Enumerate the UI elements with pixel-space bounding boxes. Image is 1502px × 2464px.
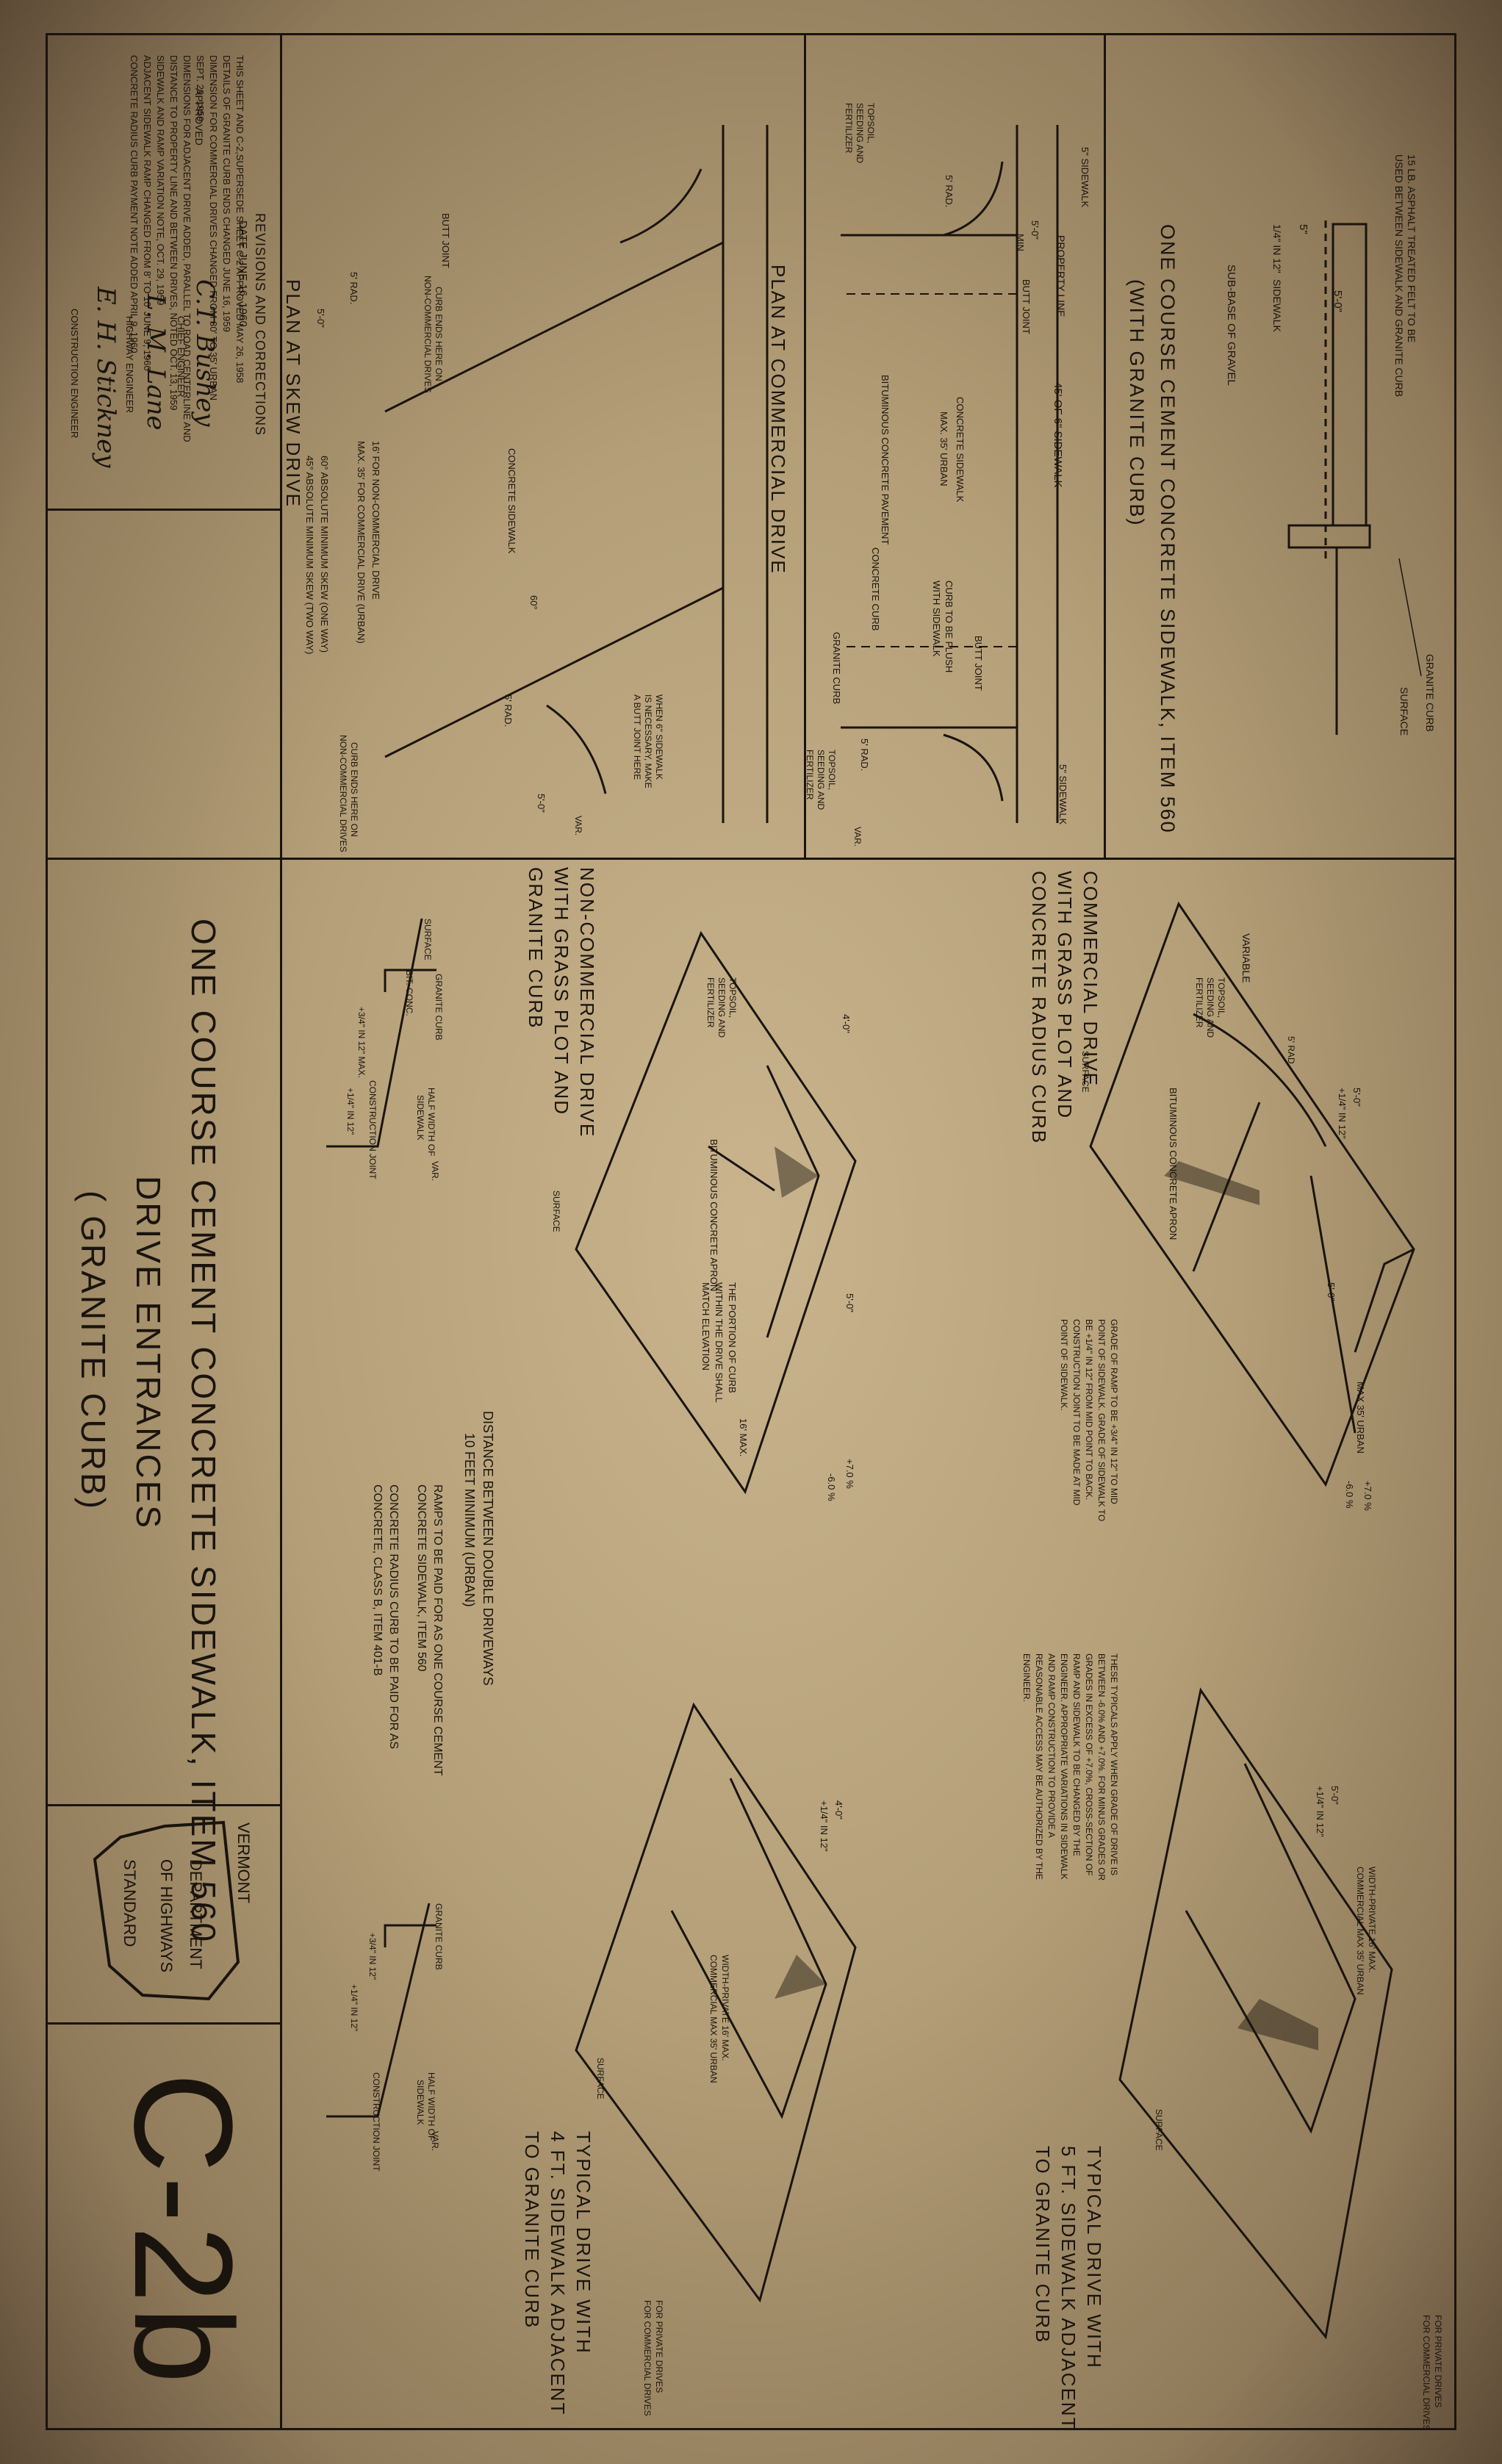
granite-curb-section xyxy=(1287,524,1371,549)
sidewalk-slab xyxy=(1332,223,1368,527)
vermont-state-outline-icon xyxy=(69,1815,253,2014)
